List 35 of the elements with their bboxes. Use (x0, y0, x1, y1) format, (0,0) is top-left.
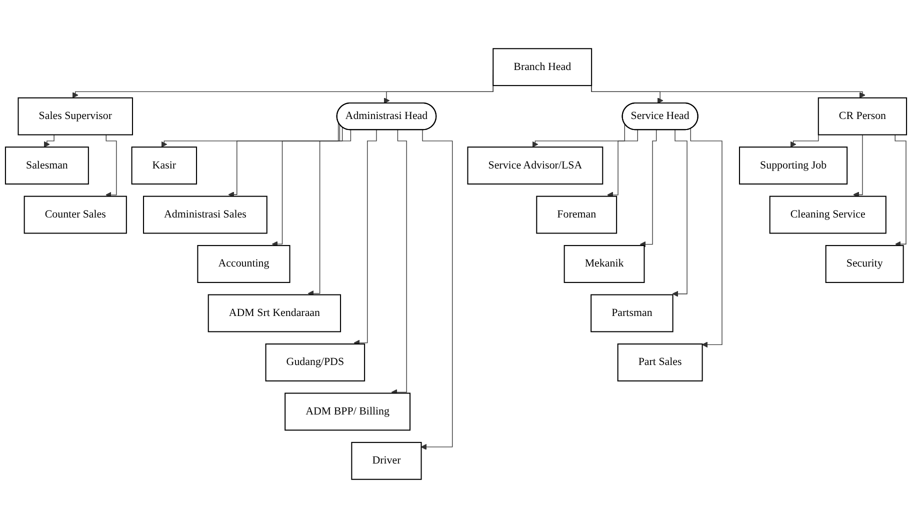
node-box: Kasir (131, 146, 198, 185)
node-box: Security (825, 245, 904, 283)
arrow (640, 130, 657, 248)
arrow (161, 122, 339, 148)
arrow (44, 134, 54, 148)
node-box: Service Advisor/LSA (467, 146, 604, 185)
arrow (853, 134, 863, 198)
node-box: Foreman (536, 196, 618, 234)
node-box: Partsman (590, 294, 674, 332)
node-box: ADM Srt Kendaraan (208, 294, 342, 332)
arrow (354, 130, 377, 346)
arrow (672, 130, 688, 297)
node-box: Gudang/PDS (265, 343, 366, 382)
node-box: Counter Sales (24, 196, 127, 234)
node-box: Cleaning Service (769, 196, 886, 234)
arrow (690, 128, 722, 348)
arrow (272, 126, 343, 248)
node-box: Sales Supervisor (18, 97, 134, 136)
arrow (532, 123, 625, 148)
arrow (894, 134, 906, 248)
arrow (420, 130, 453, 450)
node-box: Administrasi Sales (143, 196, 268, 234)
arrow (308, 130, 352, 296)
node-box: Mekanik (564, 245, 645, 283)
node-box: CR Person (818, 97, 908, 136)
node-box: Salesman (4, 146, 89, 185)
arrow (106, 134, 117, 198)
arrow (228, 124, 340, 198)
node-box: Accounting (197, 245, 290, 283)
arrow (607, 130, 638, 198)
node-box: Branch Head (492, 48, 592, 86)
node-box: Part Sales (617, 343, 703, 382)
node-box: Supporting Job (739, 146, 848, 185)
node-box: Driver (351, 442, 422, 480)
node-box: ADM BPP/ Billing (284, 392, 411, 431)
